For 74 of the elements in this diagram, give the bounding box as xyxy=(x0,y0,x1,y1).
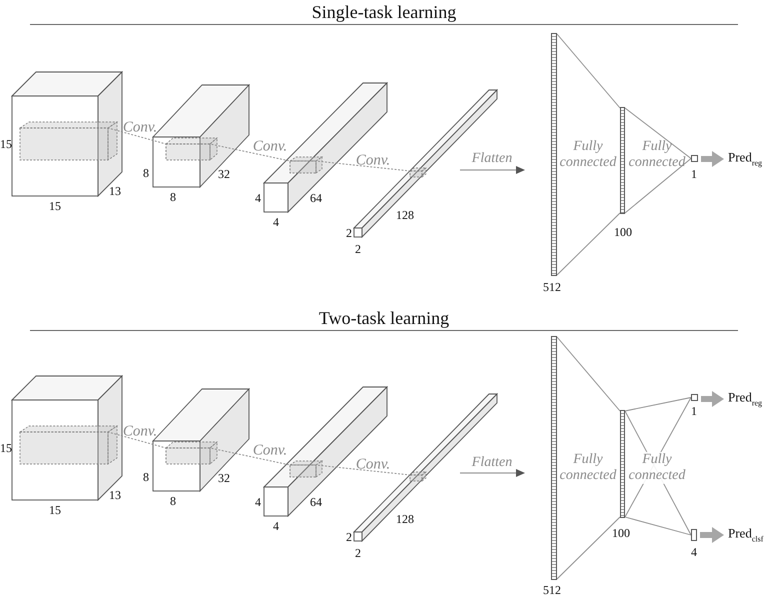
dimension-label: 1 xyxy=(691,405,697,417)
dimension-label: 15 xyxy=(0,138,12,150)
edge-label: Flatten xyxy=(472,150,512,168)
projection-lines xyxy=(210,447,290,478)
dimension-label: 13 xyxy=(109,185,121,197)
edge-label: Fully connected xyxy=(628,138,686,172)
output-label: Pred$_{reg}$ xyxy=(728,150,762,168)
feature-map-block xyxy=(12,72,122,196)
dimension-label: 100 xyxy=(612,527,630,539)
edge-label: Conv. xyxy=(252,442,288,460)
dimension-label: 1 xyxy=(691,168,697,180)
dimension-label: 4 xyxy=(273,520,279,532)
arrow xyxy=(460,469,525,477)
dimension-label: 512 xyxy=(543,584,561,596)
dimension-label: 8 xyxy=(170,495,176,507)
block-arrow xyxy=(701,391,724,407)
block-arrow xyxy=(701,151,724,167)
feature-map-block xyxy=(12,376,122,500)
connection-line xyxy=(624,516,692,536)
edge-label: Conv. xyxy=(122,423,158,441)
connection-line xyxy=(556,34,620,108)
dimension-label: 13 xyxy=(109,489,121,501)
dimension-label: 4 xyxy=(255,192,261,204)
layer-bar xyxy=(620,410,625,518)
dimension-label: 8 xyxy=(143,471,149,483)
dimension-label: 128 xyxy=(396,513,414,525)
dimension-label: 8 xyxy=(143,167,149,179)
dimension-label: 2 xyxy=(355,243,361,255)
dimension-label: 32 xyxy=(218,168,230,180)
edge-label: Flatten xyxy=(472,454,512,472)
dimension-label: 8 xyxy=(170,191,176,203)
dimension-label: 15 xyxy=(49,200,61,212)
edge-label: Fully connected xyxy=(558,138,618,172)
projection-lines xyxy=(316,464,410,482)
connection-line xyxy=(624,108,692,159)
edge-label: Conv. xyxy=(122,119,158,137)
output-label: Pred$_{reg}$ xyxy=(728,390,762,408)
connection-line xyxy=(556,336,620,412)
output-unit xyxy=(691,155,698,162)
dimension-label: 64 xyxy=(310,192,322,204)
edge-label: Conv. xyxy=(252,138,288,156)
dimension-label: 2 xyxy=(346,227,352,239)
connection-line xyxy=(624,158,692,214)
layer-bar xyxy=(551,33,557,276)
section-title: Two-task learning xyxy=(318,309,450,327)
edge-label: Fully connected xyxy=(558,452,618,484)
dimension-label: 4 xyxy=(273,216,279,228)
dimension-label: 15 xyxy=(0,442,12,454)
layer-bar xyxy=(551,336,557,580)
projection-lines xyxy=(210,143,290,174)
edge-label: Fully connected xyxy=(626,452,688,484)
dimension-label: 100 xyxy=(614,226,632,238)
projection-lines xyxy=(316,160,410,178)
connection-line xyxy=(556,212,620,276)
output-unit xyxy=(691,529,697,541)
dimension-label: 64 xyxy=(310,496,322,508)
dimension-label: 2 xyxy=(355,547,361,559)
dimension-label: 15 xyxy=(49,504,61,516)
dimension-label: 128 xyxy=(396,209,414,221)
layer-bar xyxy=(620,107,625,214)
output-label: Pred$_{clsf}$ xyxy=(728,526,764,544)
connection-line xyxy=(624,397,692,412)
edge-label: Conv. xyxy=(356,152,390,170)
dimension-label: 4 xyxy=(691,546,697,558)
dimension-label: 32 xyxy=(218,472,230,484)
output-unit xyxy=(691,394,698,401)
edge-label: Conv. xyxy=(356,456,390,474)
block-arrow xyxy=(700,527,724,543)
dimension-label: 512 xyxy=(543,281,561,293)
section-title: Single-task learning xyxy=(312,3,456,21)
dimension-label: 2 xyxy=(346,531,352,543)
arrow xyxy=(460,166,525,174)
connection-line xyxy=(556,516,620,580)
dimension-label: 4 xyxy=(255,496,261,508)
